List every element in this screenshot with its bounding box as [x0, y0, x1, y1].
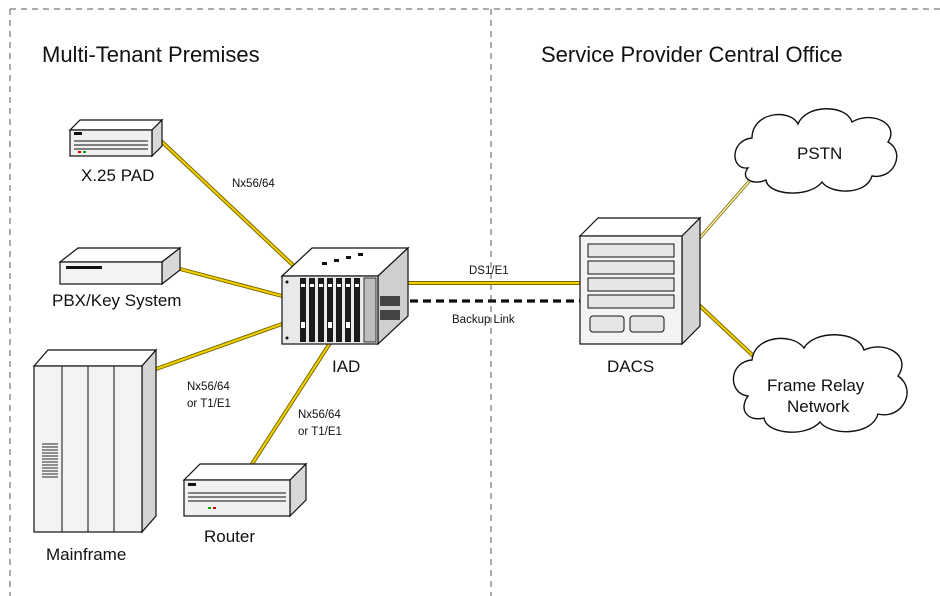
x25-pad-label: X.25 PAD: [81, 166, 154, 185]
dacs-device[interactable]: [578, 216, 702, 346]
link-mainframe-iad: [154, 322, 284, 371]
pstn-cloud[interactable]: [734, 108, 898, 194]
link-label-router-2: or T1/E1: [298, 426, 342, 438]
link-label-trunk: DS1/E1: [469, 265, 509, 277]
pbx-device[interactable]: [58, 246, 182, 286]
left-region-title: Multi-Tenant Premises: [42, 42, 260, 67]
router-label: Router: [204, 527, 255, 546]
link-dacs-framerelay: [698, 304, 764, 366]
link-label-mainframe-2: or T1/E1: [187, 398, 231, 410]
iad-label: IAD: [332, 357, 360, 376]
mainframe-device[interactable]: [32, 348, 158, 534]
router-device[interactable]: [182, 462, 308, 518]
iad-device[interactable]: [280, 246, 410, 346]
dacs-label: DACS: [607, 357, 654, 376]
right-region-title: Service Provider Central Office: [541, 42, 843, 67]
pstn-label: PSTN: [797, 144, 842, 163]
link-pbx-iad: [178, 267, 284, 298]
link-pad-iad: [158, 138, 298, 270]
x25-pad-device[interactable]: [68, 118, 164, 158]
region-borders: [9, 8, 940, 596]
link-label-pad: Nx56/64: [232, 178, 275, 190]
link-dacs-pstn: [696, 176, 754, 242]
frame-relay-cloud[interactable]: [732, 334, 908, 433]
links: [154, 138, 764, 466]
pbx-label: PBX/Key System: [52, 291, 181, 310]
link-label-mainframe-1: Nx56/64: [187, 381, 230, 393]
mainframe-label: Mainframe: [46, 545, 126, 564]
link-label-backup: Backup Link: [452, 314, 515, 326]
link-router-iad: [250, 338, 334, 466]
frame-relay-label-2: Network: [787, 397, 850, 416]
frame-relay-label-1: Frame Relay: [767, 376, 865, 395]
link-label-router-1: Nx56/64: [298, 409, 341, 421]
